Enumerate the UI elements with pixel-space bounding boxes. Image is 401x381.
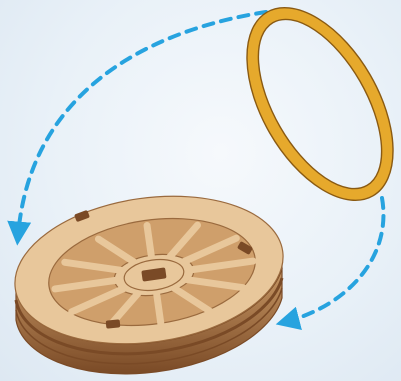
wheel-spoke (147, 225, 151, 257)
wheel-spoke (157, 293, 161, 325)
rubber-tire (217, 0, 401, 225)
dashed-arrow-right (285, 198, 383, 322)
wooden-wheel (5, 180, 292, 374)
rim-slot (106, 319, 121, 328)
